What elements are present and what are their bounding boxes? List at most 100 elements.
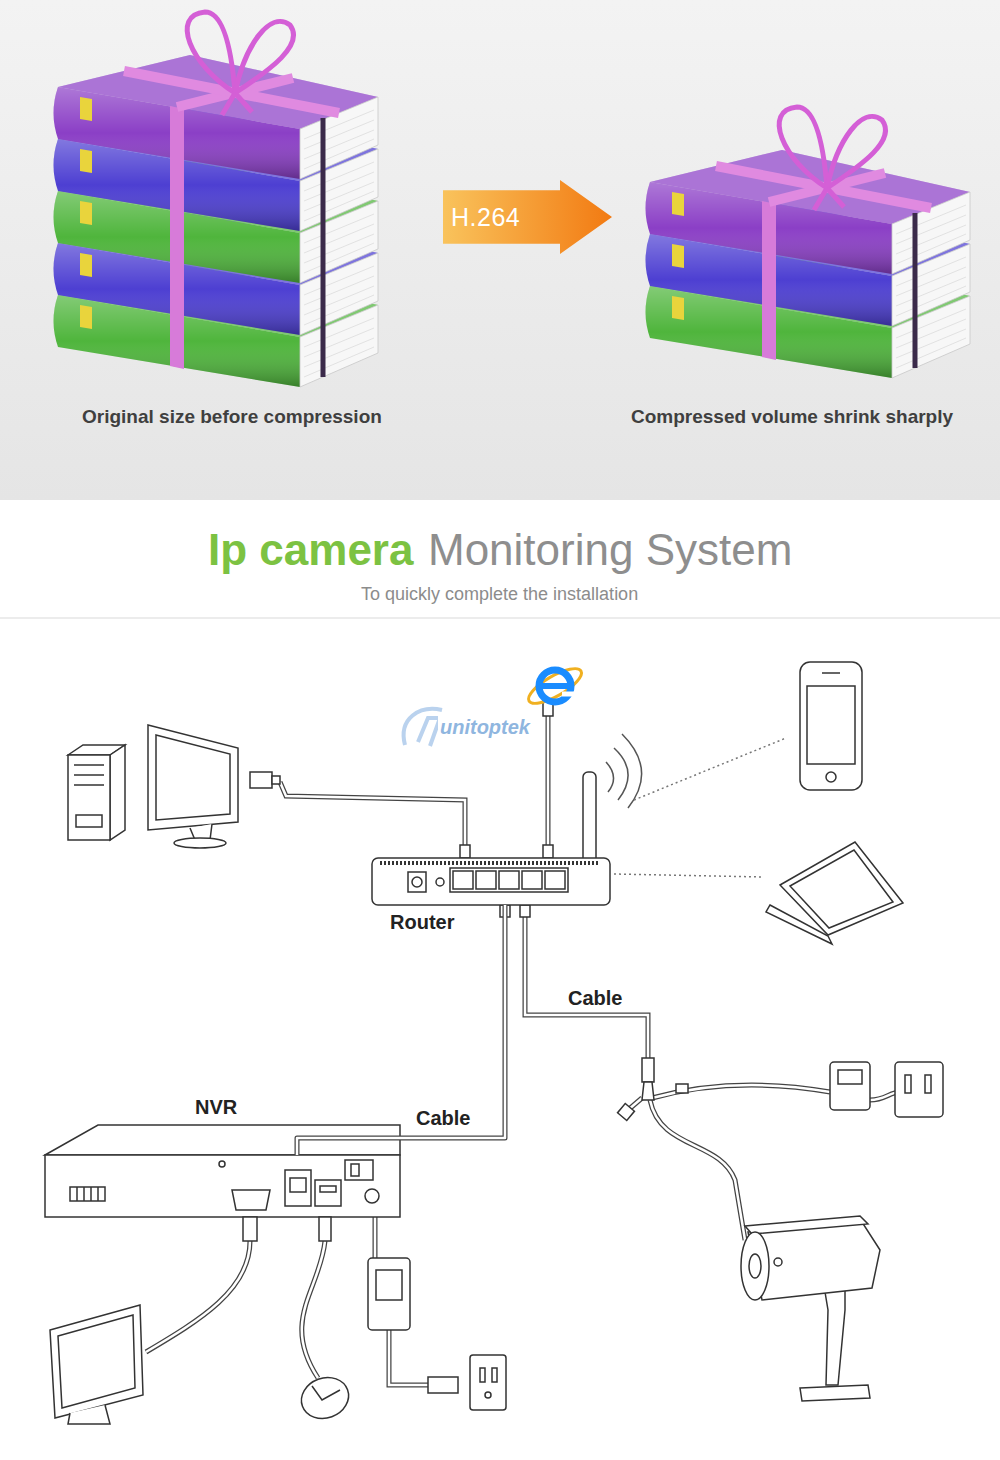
pc-tower bbox=[68, 755, 110, 840]
cable-splitter bbox=[676, 1084, 688, 1093]
bullet-camera bbox=[774, 1258, 782, 1266]
pc-tower bbox=[74, 765, 104, 785]
browser-logo bbox=[539, 670, 571, 702]
cable-splitter bbox=[642, 1058, 654, 1082]
separator bbox=[0, 617, 1000, 619]
smartphone bbox=[800, 662, 862, 790]
book-stack-large bbox=[124, 12, 339, 115]
book-stack-large bbox=[54, 12, 379, 387]
nvr-body bbox=[315, 1180, 341, 1206]
cable-splitter bbox=[642, 1082, 654, 1100]
nvr-body bbox=[77, 1187, 98, 1201]
top-panel bbox=[0, 0, 1000, 500]
nvr-power-adapter bbox=[368, 1258, 506, 1410]
smartphone bbox=[807, 686, 855, 764]
camera-power-adapter bbox=[925, 1075, 931, 1093]
router-body bbox=[450, 868, 568, 892]
pc-monitor bbox=[156, 735, 230, 820]
laptop bbox=[766, 842, 903, 944]
nvr-plugs bbox=[319, 1217, 331, 1241]
router-body bbox=[476, 871, 496, 889]
nvr-monitor bbox=[50, 1305, 143, 1424]
nvr-power-adapter bbox=[428, 1377, 458, 1393]
cable-splitter bbox=[618, 1104, 635, 1121]
nvr-monitor bbox=[68, 1405, 110, 1424]
pc-monitor bbox=[148, 725, 238, 848]
wifi-waves bbox=[606, 762, 614, 792]
watermark-logo bbox=[404, 709, 442, 746]
nvr-body bbox=[345, 1160, 373, 1180]
smartphone bbox=[826, 772, 836, 782]
nvr: NVR bbox=[45, 1155, 400, 1217]
cable-label: Cable bbox=[565, 987, 625, 1010]
caption: Original size before compression bbox=[82, 406, 382, 428]
router-body bbox=[453, 871, 473, 889]
nvr-plugs bbox=[243, 1217, 331, 1241]
browser-logo bbox=[524, 662, 586, 709]
router-body bbox=[408, 872, 426, 892]
arrow-shape bbox=[443, 180, 612, 254]
camera-power-adapter bbox=[830, 1062, 870, 1110]
wireless-link bbox=[614, 738, 786, 877]
wifi-waves bbox=[606, 734, 642, 808]
device-name: Router bbox=[390, 911, 454, 934]
router: Router bbox=[372, 858, 610, 905]
book-stack-small bbox=[646, 107, 971, 378]
mouse bbox=[312, 1386, 340, 1400]
nvr-body bbox=[351, 1164, 359, 1176]
network-plug bbox=[460, 845, 470, 858]
compression-arrow: H.264 bbox=[443, 180, 612, 254]
device-name: NVR bbox=[195, 1096, 237, 1119]
cable bbox=[146, 716, 900, 1385]
watermark: unitoptek bbox=[438, 716, 532, 739]
nvr-body bbox=[285, 1170, 311, 1206]
cable-core bbox=[297, 905, 505, 1155]
network-plug bbox=[272, 776, 280, 784]
camera-power-adapter bbox=[830, 1062, 943, 1117]
pc-monitor bbox=[148, 725, 238, 830]
router-body bbox=[499, 871, 519, 889]
bullet-camera bbox=[745, 1216, 868, 1234]
nvr-monitor bbox=[58, 1315, 135, 1408]
nvr-power-adapter bbox=[368, 1258, 410, 1330]
watermark-logo bbox=[418, 718, 440, 746]
network-plug bbox=[250, 772, 272, 788]
nvr-body bbox=[320, 1186, 336, 1192]
nvr-power-adapter bbox=[492, 1368, 497, 1382]
cable-connector bbox=[297, 905, 505, 1155]
router-body bbox=[436, 878, 444, 886]
book-stack-small bbox=[716, 107, 931, 210]
cable-connector bbox=[297, 905, 505, 1155]
title-part: Monitoring System bbox=[428, 524, 792, 577]
nvr-plugs bbox=[243, 1217, 257, 1241]
router-body bbox=[545, 871, 565, 889]
cable-splitter bbox=[618, 1058, 688, 1120]
nvr-body bbox=[45, 1155, 400, 1217]
bullet-camera bbox=[800, 1385, 870, 1401]
camera-power-adapter bbox=[905, 1075, 911, 1093]
network-plug bbox=[520, 905, 530, 917]
bullet-camera bbox=[741, 1216, 880, 1401]
bullet-camera bbox=[741, 1232, 769, 1300]
nvr-body bbox=[219, 1161, 225, 1167]
camera-power-adapter bbox=[895, 1062, 943, 1117]
nvr-body bbox=[290, 1178, 306, 1192]
wifi-waves bbox=[622, 734, 642, 808]
browser-logo bbox=[562, 692, 575, 697]
nvr-power-adapter bbox=[376, 1270, 402, 1300]
caption: Compressed volume shrink sharply bbox=[631, 406, 953, 428]
router-body bbox=[380, 861, 600, 865]
nvr-body bbox=[70, 1187, 105, 1201]
pc-tower bbox=[68, 745, 125, 840]
nvr-power-adapter bbox=[485, 1392, 491, 1398]
subtitle: To quickly complete the installation bbox=[361, 584, 638, 605]
nvr-body bbox=[232, 1190, 270, 1210]
router-body bbox=[372, 858, 610, 905]
browser-logo bbox=[541, 683, 569, 689]
wifi-waves bbox=[614, 748, 628, 800]
book-stack-small bbox=[762, 201, 776, 360]
network-plug bbox=[543, 845, 553, 858]
router-body bbox=[522, 871, 542, 889]
